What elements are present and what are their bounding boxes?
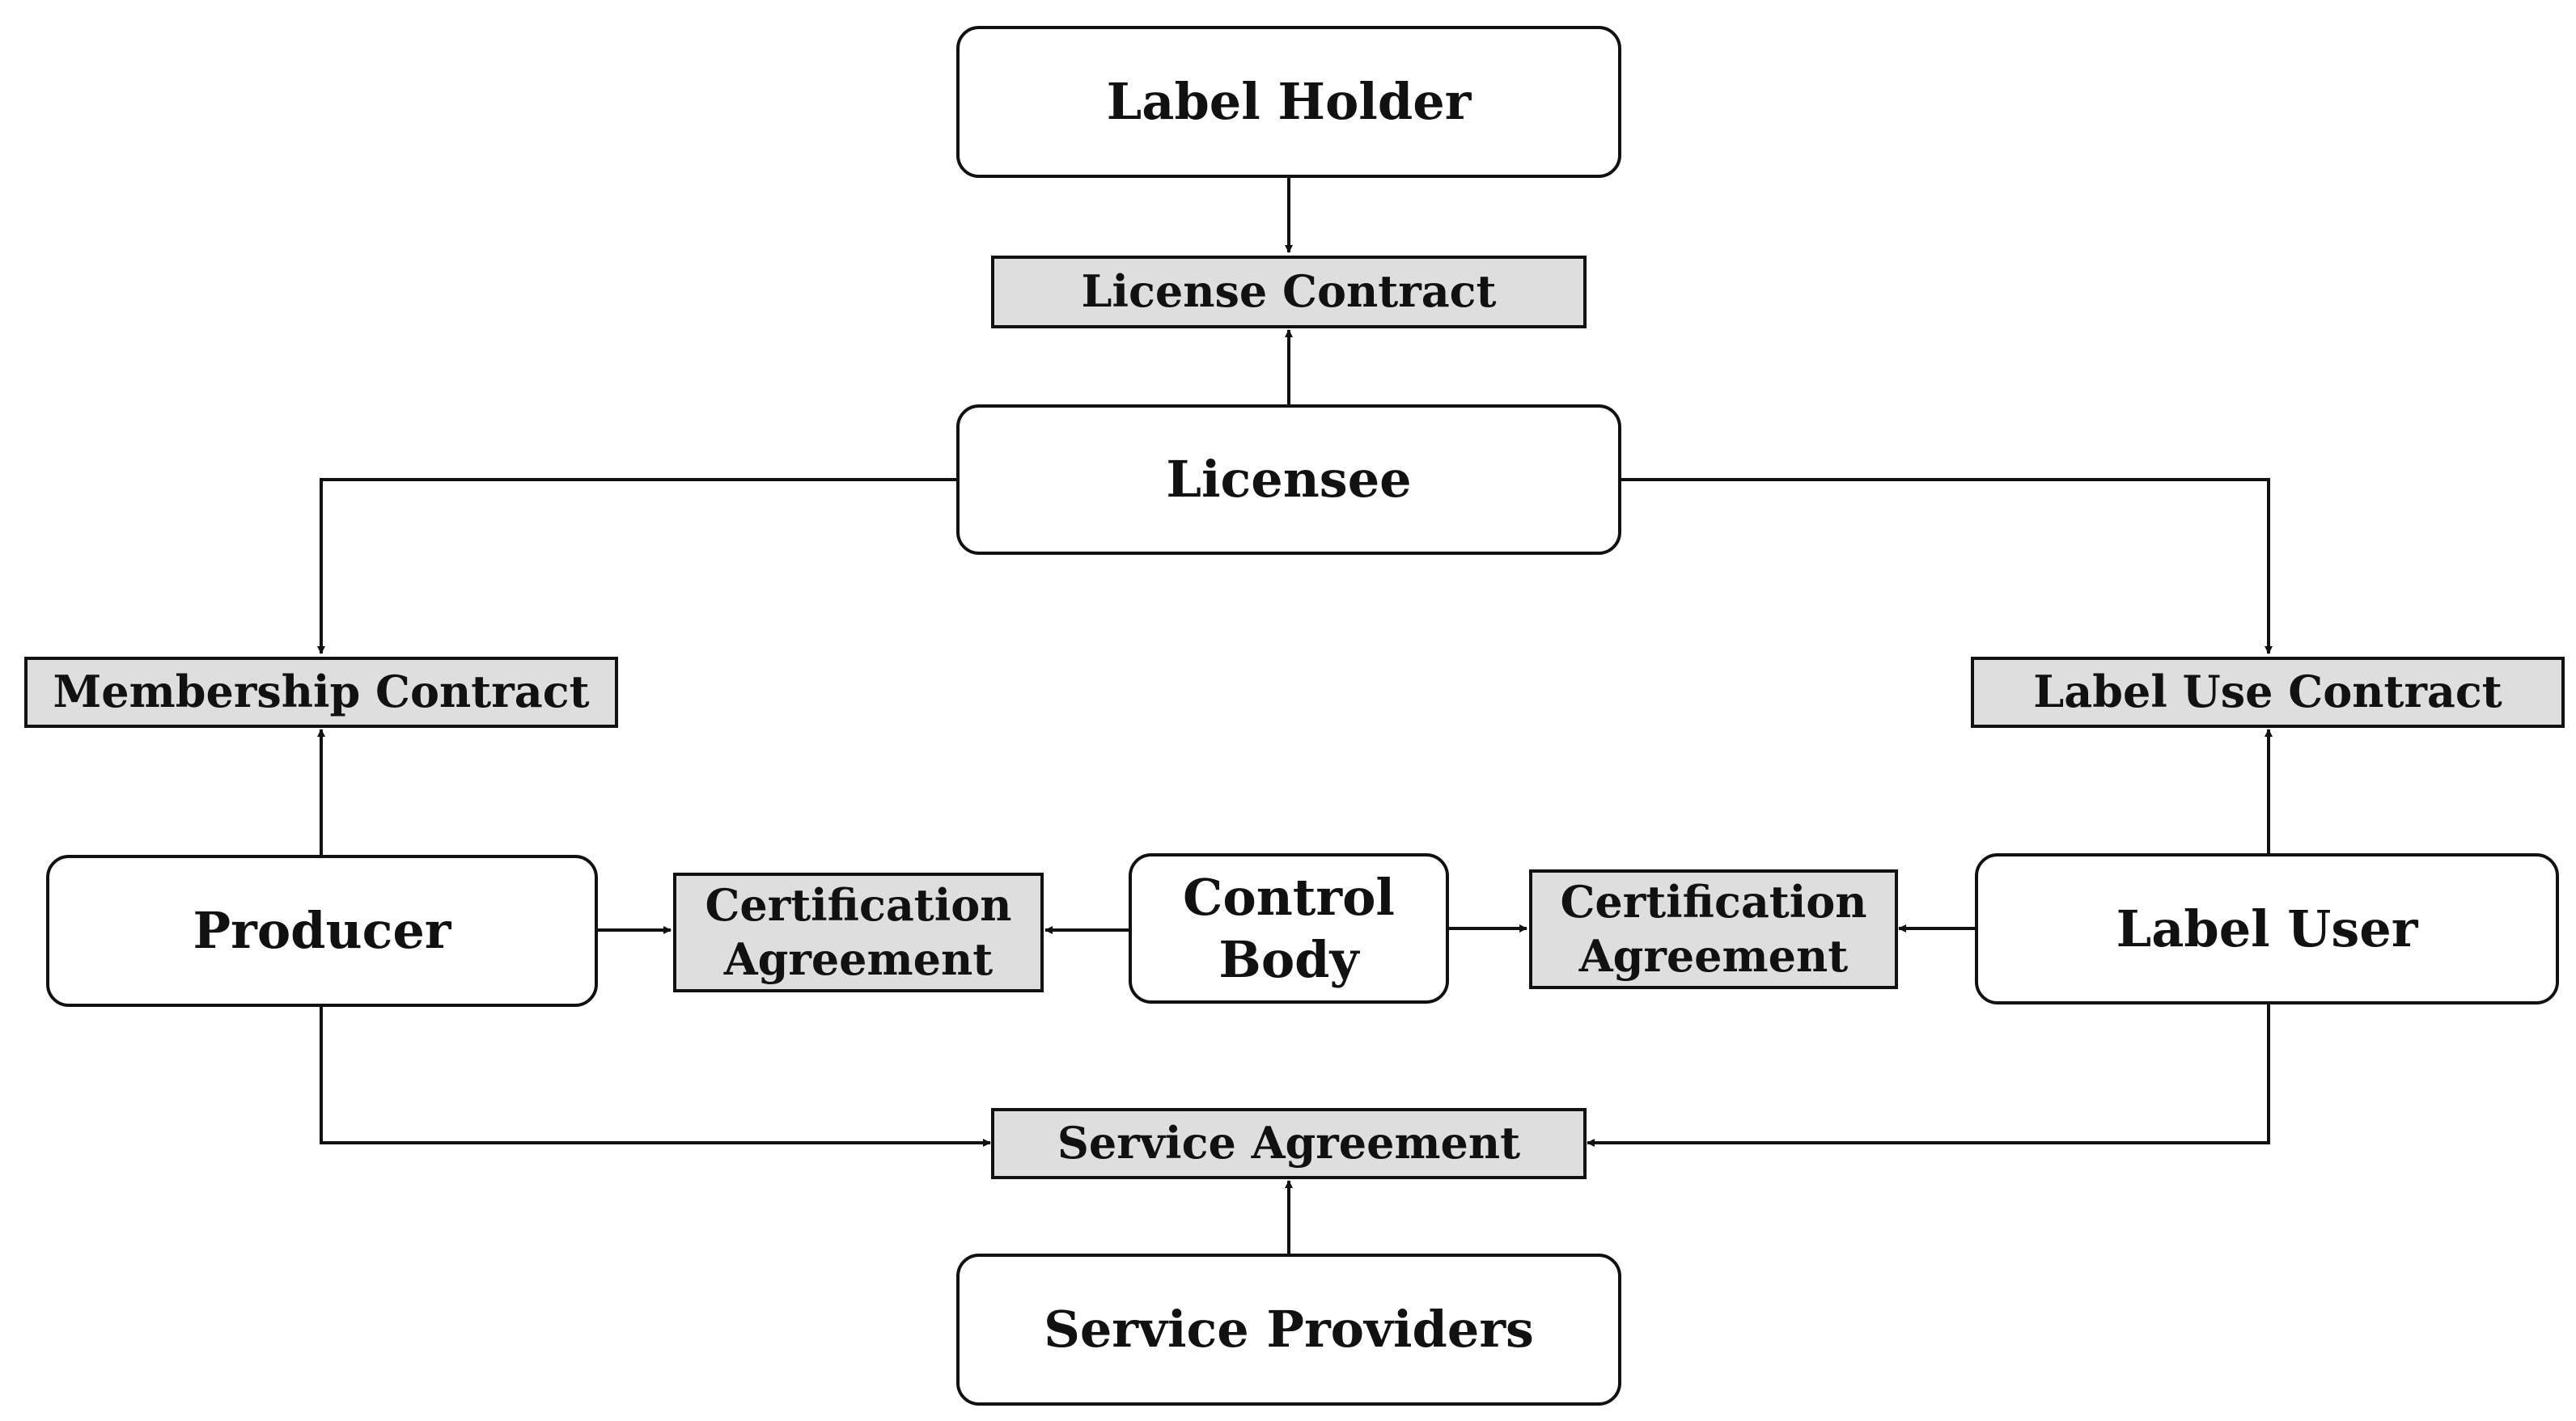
- control-body-label: Control Body: [1183, 867, 1395, 990]
- license-contract-box: License Contract: [991, 256, 1587, 328]
- certification-agreement-right-box: Certification Agreement: [1529, 869, 1898, 989]
- licensee-box: Licensee: [956, 404, 1621, 555]
- certification-agreement-left-box: Certification Agreement: [673, 873, 1044, 992]
- license-contract-label: License Contract: [1081, 265, 1497, 318]
- label-user-label: Label User: [2116, 899, 2418, 958]
- label-holder-box: Label Holder: [956, 26, 1621, 178]
- arrow-licensee-to-membership-contract: [317, 478, 956, 654]
- control-body-box: Control Body: [1129, 853, 1449, 1004]
- service-providers-label: Service Providers: [1044, 1300, 1534, 1360]
- label-use-contract-label: Label Use Contract: [2033, 666, 2502, 718]
- certification-agreement-left-label: Certification Agreement: [705, 878, 1012, 986]
- arrow-label-user-to-service-agreement: [1587, 1004, 2270, 1147]
- arrow-producer-to-service-agreement: [320, 1007, 991, 1147]
- service-agreement-label: Service Agreement: [1057, 1117, 1521, 1169]
- membership-contract-box: Membership Contract: [24, 657, 618, 728]
- service-agreement-box: Service Agreement: [991, 1108, 1587, 1179]
- membership-contract-label: Membership Contract: [53, 666, 590, 718]
- producer-label: Producer: [193, 901, 451, 961]
- licensee-label: Licensee: [1166, 450, 1412, 510]
- label-use-contract-box: Label Use Contract: [1971, 657, 2565, 728]
- label-user-box: Label User: [1975, 853, 2559, 1004]
- service-providers-box: Service Providers: [956, 1254, 1621, 1406]
- producer-box: Producer: [46, 855, 598, 1007]
- label-holder-label: Label Holder: [1106, 72, 1472, 132]
- arrow-licensee-to-label-use-contract: [1621, 478, 2273, 654]
- certification-agreement-right-label: Certification Agreement: [1560, 875, 1867, 983]
